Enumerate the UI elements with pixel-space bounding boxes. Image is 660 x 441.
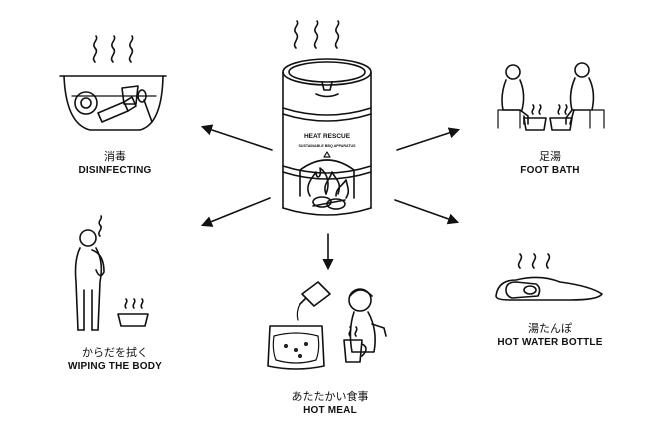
- label-hot-meal-en: HOT MEAL: [303, 405, 357, 416]
- label-disinfecting: 消毒 DISINFECTING: [45, 150, 185, 177]
- label-foot-bath-ja: 足湯: [539, 150, 561, 163]
- label-foot-bath-en: FOOT BATH: [520, 165, 580, 176]
- label-hot-meal: あたたかい食事 HOT MEAL: [255, 390, 405, 417]
- label-wiping-body-en: WIPING THE BODY: [67, 361, 163, 372]
- arrow-to-disinfecting: [200, 124, 273, 151]
- drum-steam: [293, 20, 340, 49]
- heat-rescue-drum: [282, 20, 372, 216]
- foot-bath-illustration: [497, 62, 605, 131]
- label-hot-water-bottle: 湯たんぽ HOT WATER BOTTLE: [475, 322, 625, 349]
- label-foot-bath: 足湯 FOOT BATH: [480, 150, 620, 177]
- hot-water-bottle-illustration: [495, 253, 603, 301]
- label-hot-water-bottle-en: HOT WATER BOTTLE: [497, 337, 603, 348]
- arrow-to-hot-water-bottle: [394, 199, 460, 225]
- label-hot-meal-ja: あたたかい食事: [291, 390, 369, 403]
- drum-label-main: HEAT RESCUE: [304, 133, 351, 140]
- label-wiping-body: からだを拭く WIPING THE BODY: [40, 346, 190, 373]
- label-disinfecting-ja: 消毒: [104, 150, 126, 163]
- label-hot-water-bottle-ja: 湯たんぽ: [528, 322, 572, 335]
- arrow-to-foot-bath: [396, 127, 461, 151]
- label-disinfecting-en: DISINFECTING: [78, 165, 152, 176]
- arrow-to-wiping-body: [200, 197, 271, 227]
- drum-label-sub: SUSTAINABLE BBQ APPARATUS: [299, 144, 357, 148]
- label-wiping-body-ja: からだを拭く: [82, 346, 148, 359]
- hot-meal-illustration: [267, 281, 387, 370]
- disinfecting-illustration: [59, 35, 167, 131]
- wiping-body-illustration: [74, 215, 149, 331]
